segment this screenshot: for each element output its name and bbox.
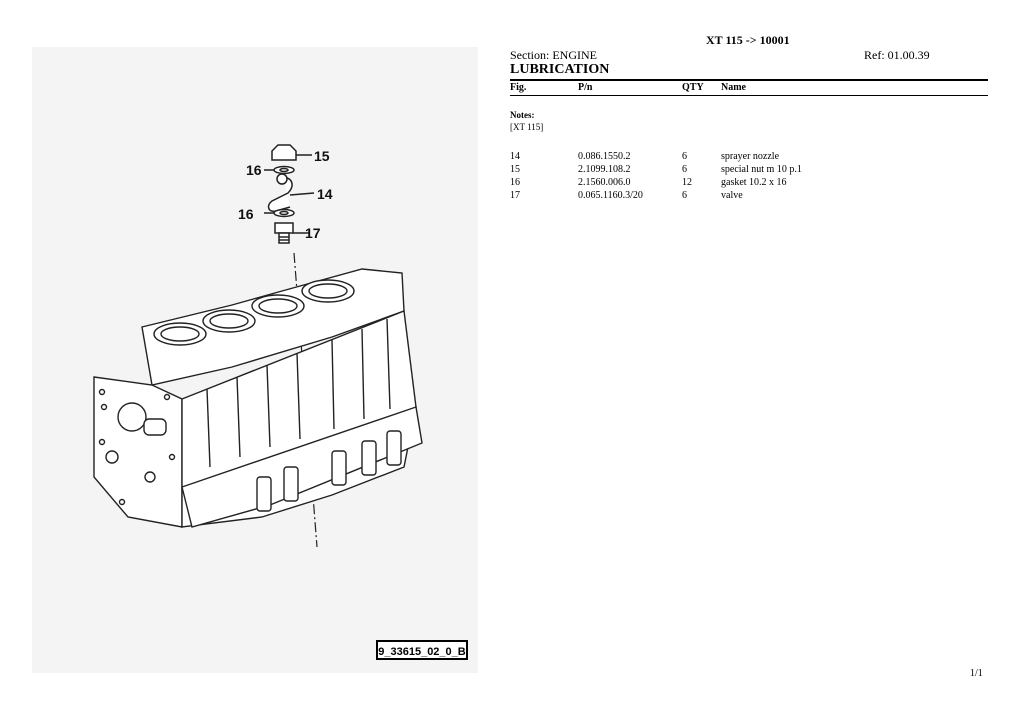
callout-14: 14 — [317, 186, 333, 202]
engine-block-illustration: 15 16 14 16 17 — [93, 144, 423, 548]
notes-label: Notes: — [510, 110, 535, 120]
cell-fig: 16 — [510, 177, 520, 188]
group-title: LUBRICATION — [510, 62, 610, 77]
callout-16-lower: 16 — [238, 206, 254, 222]
column-header-pn: P/n — [578, 82, 593, 93]
cell-name: special nut m 10 p.1 — [721, 164, 802, 175]
column-header-qty: QTY — [682, 82, 704, 93]
parts-drawing: 15 16 14 16 17 — [32, 47, 478, 673]
cell-fig: 14 — [510, 151, 520, 162]
table-row: 16 2.1560.006.0 12 gasket 10.2 x 16 — [510, 177, 988, 190]
cell-qty: 12 — [682, 177, 692, 188]
cell-part-number: 0.086.1550.2 — [578, 151, 631, 162]
header-divider — [510, 95, 988, 96]
document-title: XT 115 -> 10001 — [706, 33, 790, 47]
column-header-name: Name — [721, 82, 746, 93]
cell-part-number: 2.1099.108.2 — [578, 164, 631, 175]
part-15-nut — [271, 144, 312, 161]
cell-qty: 6 — [682, 190, 687, 201]
part-14-sprayer-nozzle — [267, 173, 315, 213]
drawing-reference-label: 9_33615_02_0_B — [376, 640, 468, 660]
cell-part-number: 0.065.1160.3/20 — [578, 190, 643, 201]
cell-qty: 6 — [682, 151, 687, 162]
cell-name: valve — [721, 190, 743, 201]
notes-text: [XT 115] — [510, 122, 544, 132]
table-row: 17 0.065.1160.3/20 6 valve — [510, 190, 988, 203]
cell-fig: 17 — [510, 190, 520, 201]
cell-name: sprayer nozzle — [721, 151, 780, 162]
engine-block — [93, 268, 423, 528]
callout-15: 15 — [314, 148, 330, 164]
part-17-valve — [274, 222, 310, 244]
part-16-gasket-lower — [264, 208, 295, 218]
table-row: 14 0.086.1550.2 6 sprayer nozzle — [510, 151, 988, 164]
table-row: 15 2.1099.108.2 6 special nut m 10 p.1 — [510, 164, 988, 177]
cell-name: gasket 10.2 x 16 — [721, 177, 787, 188]
cell-fig: 15 — [510, 164, 520, 175]
callout-17: 17 — [305, 225, 321, 241]
title-divider — [510, 79, 988, 81]
section-label: Section: ENGINE — [510, 48, 597, 62]
page-number: 1/1 — [970, 668, 983, 679]
cell-qty: 6 — [682, 164, 687, 175]
part-16-gasket-upper — [264, 165, 295, 175]
column-header-fig: Fig. — [510, 82, 527, 93]
callout-16-upper: 16 — [246, 162, 262, 178]
reference-number: Ref: 01.00.39 — [864, 48, 930, 62]
cell-part-number: 2.1560.006.0 — [578, 177, 631, 188]
